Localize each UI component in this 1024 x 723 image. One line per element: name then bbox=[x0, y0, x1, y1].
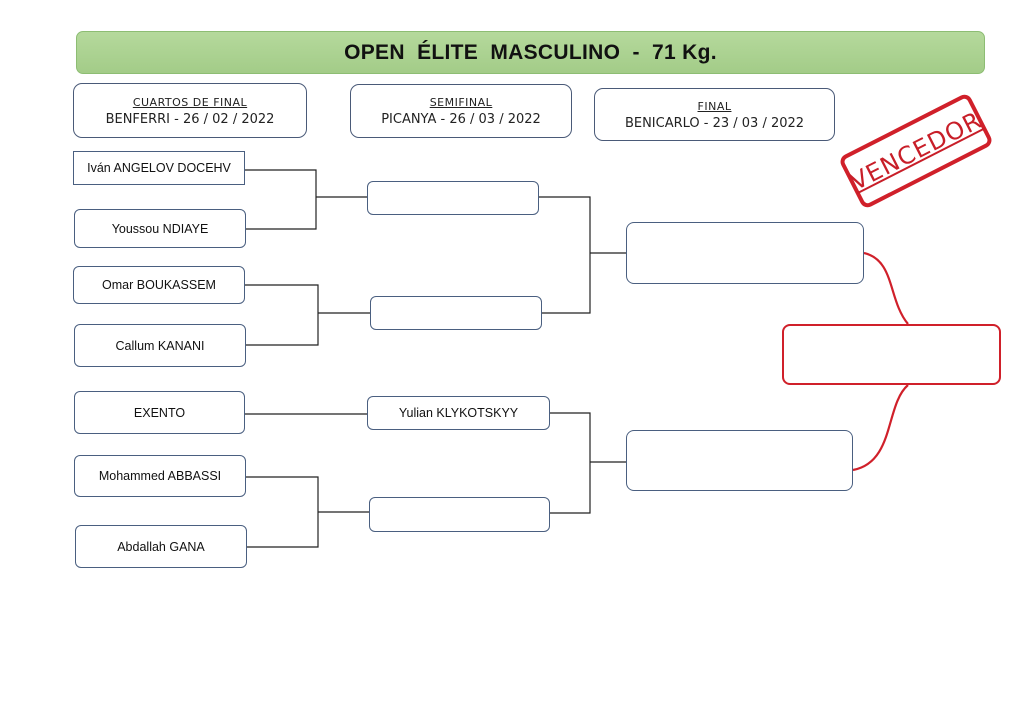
connector bbox=[245, 284, 370, 346]
round-venue-date: BENICARLO - 23 / 03 / 2022 bbox=[624, 115, 805, 131]
final-slot[interactable] bbox=[626, 222, 864, 284]
page-title: OPEN ÉLITE MASCULINO - 71 Kg. bbox=[76, 31, 985, 74]
quarterfinal-slot[interactable]: EXENTO bbox=[74, 391, 245, 434]
round-header-semifinal: SEMIFINAL PICANYA - 26 / 03 / 2022 bbox=[350, 84, 572, 138]
semifinal-slot[interactable] bbox=[370, 296, 542, 330]
round-venue-date: BENFERRI - 26 / 02 / 2022 bbox=[105, 111, 275, 127]
semifinal-slot[interactable] bbox=[369, 497, 550, 532]
connector bbox=[550, 412, 626, 514]
round-name: FINAL bbox=[697, 99, 732, 113]
connector bbox=[245, 169, 367, 230]
quarterfinal-slot[interactable]: Youssou NDIAYE bbox=[74, 209, 246, 248]
semifinal-slot[interactable]: Yulian KLYKOTSKYY bbox=[367, 396, 550, 430]
connector bbox=[539, 196, 626, 314]
winner-connector bbox=[852, 384, 909, 472]
quarterfinal-slot[interactable]: Mohammed ABBASSI bbox=[74, 455, 246, 497]
quarterfinal-slot[interactable]: Abdallah GANA bbox=[75, 525, 247, 568]
round-name: SEMIFINAL bbox=[429, 96, 493, 109]
winner-slot[interactable] bbox=[782, 324, 1001, 385]
semifinal-slot[interactable] bbox=[367, 181, 539, 215]
quarterfinal-slot[interactable]: Iván ANGELOV DOCEHV bbox=[73, 151, 245, 185]
round-name: CUARTOS DE FINAL bbox=[132, 95, 248, 109]
quarterfinal-slot[interactable]: Omar BOUKASSEM bbox=[73, 266, 245, 304]
final-slot[interactable] bbox=[626, 430, 853, 491]
round-venue-date: PICANYA - 26 / 03 / 2022 bbox=[381, 112, 541, 127]
connector bbox=[246, 476, 369, 548]
quarterfinal-slot[interactable]: Callum KANANI bbox=[74, 324, 246, 367]
round-header-quarterfinals: CUARTOS DE FINAL BENFERRI - 26 / 02 / 20… bbox=[73, 83, 307, 138]
winner-connector bbox=[863, 251, 909, 325]
round-header-final: FINAL BENICARLO - 23 / 03 / 2022 bbox=[594, 88, 835, 141]
